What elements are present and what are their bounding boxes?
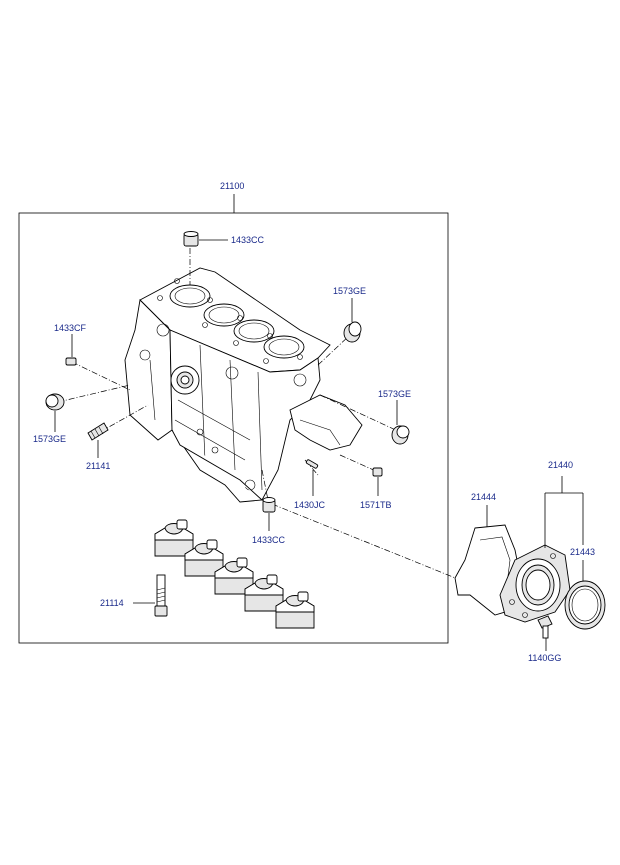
label-1571TB[interactable]: 1571TB xyxy=(360,500,392,510)
label-21444[interactable]: 21444 xyxy=(471,492,496,502)
dowel-pin-part[interactable] xyxy=(305,459,319,469)
label-21100[interactable]: 21100 xyxy=(220,181,244,191)
label-1433CC-bottom[interactable]: 1433CC xyxy=(252,535,286,545)
label-1433CC-top[interactable]: 1433CC xyxy=(231,235,265,245)
cylinder-block[interactable] xyxy=(124,267,363,503)
label-1573GE-right-top[interactable]: 1573GE xyxy=(333,286,366,296)
centerline-cap-right-top xyxy=(317,334,351,366)
cap-left-part[interactable] xyxy=(45,393,65,411)
centerline-pin-left xyxy=(71,361,131,391)
plug-top-part[interactable] xyxy=(183,231,199,247)
label-21443[interactable]: 21443 xyxy=(570,547,595,557)
centerline-cap-left xyxy=(57,384,131,403)
pin-left-part[interactable] xyxy=(65,357,77,366)
stud-part[interactable] xyxy=(87,422,109,441)
cap-right-mid-part[interactable] xyxy=(391,425,410,445)
label-1573GE-right-mid[interactable]: 1573GE xyxy=(378,389,411,399)
seal-case-part[interactable] xyxy=(499,544,571,623)
label-21440[interactable]: 21440 xyxy=(548,460,573,470)
centerline-stud xyxy=(99,404,149,433)
cap-right-top-part[interactable] xyxy=(343,321,362,343)
oil-seal-part[interactable] xyxy=(564,580,606,630)
label-21114[interactable]: 21114 xyxy=(100,598,124,608)
label-1433CF[interactable]: 1433CF xyxy=(54,323,87,333)
bearing-caps[interactable] xyxy=(154,519,315,629)
centerline-cap-right-mid xyxy=(319,394,401,433)
plug-bottom-part[interactable] xyxy=(262,497,276,513)
centerline-plug-small xyxy=(339,454,379,473)
centerline-plug-bottom xyxy=(261,469,269,501)
label-21141[interactable]: 21141 xyxy=(86,461,110,471)
assembly-frame xyxy=(18,212,449,644)
case-bolt-part[interactable] xyxy=(537,615,553,639)
bolt-part[interactable] xyxy=(154,574,168,617)
plug-small-part[interactable] xyxy=(372,467,383,477)
label-1430JC[interactable]: 1430JC xyxy=(294,500,326,510)
label-1140GG[interactable]: 1140GG xyxy=(528,653,561,663)
label-1573GE-left[interactable]: 1573GE xyxy=(33,434,66,444)
